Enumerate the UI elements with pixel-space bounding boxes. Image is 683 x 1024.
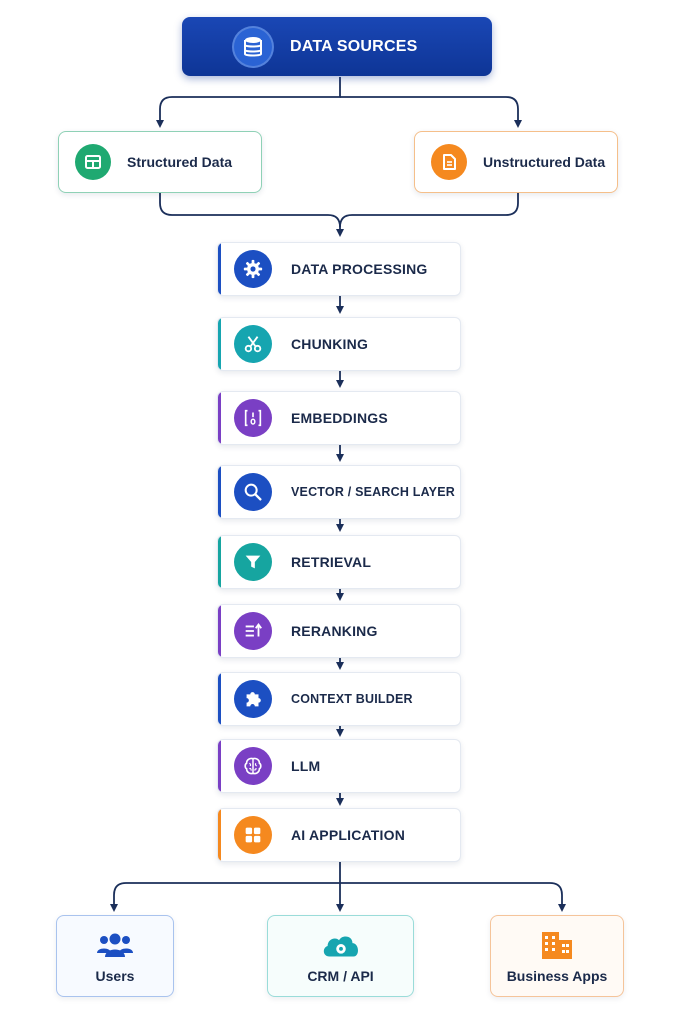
- filter-icon: [234, 543, 272, 581]
- document-icon: [431, 144, 467, 180]
- gear-icon: [234, 250, 272, 288]
- business-apps-node: Business Apps: [490, 915, 624, 997]
- connector-merge-right: [339, 192, 519, 228]
- building-icon: [535, 928, 579, 962]
- connector-top-split-right: [340, 96, 522, 128]
- connector-merge-left: [159, 192, 344, 237]
- sort-icon: [234, 612, 272, 650]
- scissors-icon: [234, 325, 272, 363]
- users-label: Users: [95, 968, 135, 984]
- connector-bottom-right: [340, 882, 566, 912]
- stage-llm: LLM: [217, 739, 461, 793]
- stage-label: RERANKING: [291, 623, 378, 639]
- unstructured-data-label: Unstructured Data: [483, 154, 606, 170]
- structured-data-node: Structured Data: [58, 131, 262, 193]
- business-apps-label: Business Apps: [506, 968, 608, 984]
- stage-chunking: CHUNKING: [217, 317, 461, 371]
- connector-bottom-left: [110, 882, 340, 912]
- stage-retrieval: RETRIEVAL: [217, 535, 461, 589]
- grid-icon: [234, 816, 272, 854]
- stage-vector-search-layer: VECTOR / SEARCH LAYER: [217, 465, 461, 519]
- stage-ai-application: AI APPLICATION: [217, 808, 461, 862]
- vector-icon: [234, 399, 272, 437]
- crm-api-label: CRM / API: [307, 968, 374, 984]
- brain-icon: [234, 747, 272, 785]
- stage-label: VECTOR / SEARCH LAYER: [291, 485, 455, 499]
- cloud-gear-icon: [319, 928, 363, 962]
- stage-label: AI APPLICATION: [291, 827, 406, 843]
- table-icon: [75, 144, 111, 180]
- users-node: Users: [56, 915, 174, 997]
- stage-label: RETRIEVAL: [291, 554, 372, 570]
- stage-label: CONTEXT BUILDER: [291, 692, 413, 706]
- stage-reranking: RERANKING: [217, 604, 461, 658]
- stage-data-processing: DATA PROCESSING: [217, 242, 461, 296]
- database-icon: [232, 26, 274, 68]
- stage-label: CHUNKING: [291, 336, 369, 352]
- connector-top-split: [156, 77, 341, 128]
- unstructured-data-node: Unstructured Data: [414, 131, 618, 193]
- data-sources-node: DATA SOURCES: [182, 17, 492, 76]
- structured-data-label: Structured Data: [127, 154, 233, 170]
- stage-context-builder: CONTEXT BUILDER: [217, 672, 461, 726]
- search-icon: [234, 473, 272, 511]
- stage-label: DATA PROCESSING: [291, 261, 428, 277]
- stage-embeddings: EMBEDDINGS: [217, 391, 461, 445]
- puzzle-icon: [234, 680, 272, 718]
- stage-label: LLM: [291, 758, 321, 774]
- stage-label: EMBEDDINGS: [291, 410, 388, 426]
- crm-api-node: CRM / API: [267, 915, 414, 997]
- data-sources-label: DATA SOURCES: [290, 38, 418, 55]
- users-icon: [93, 928, 137, 962]
